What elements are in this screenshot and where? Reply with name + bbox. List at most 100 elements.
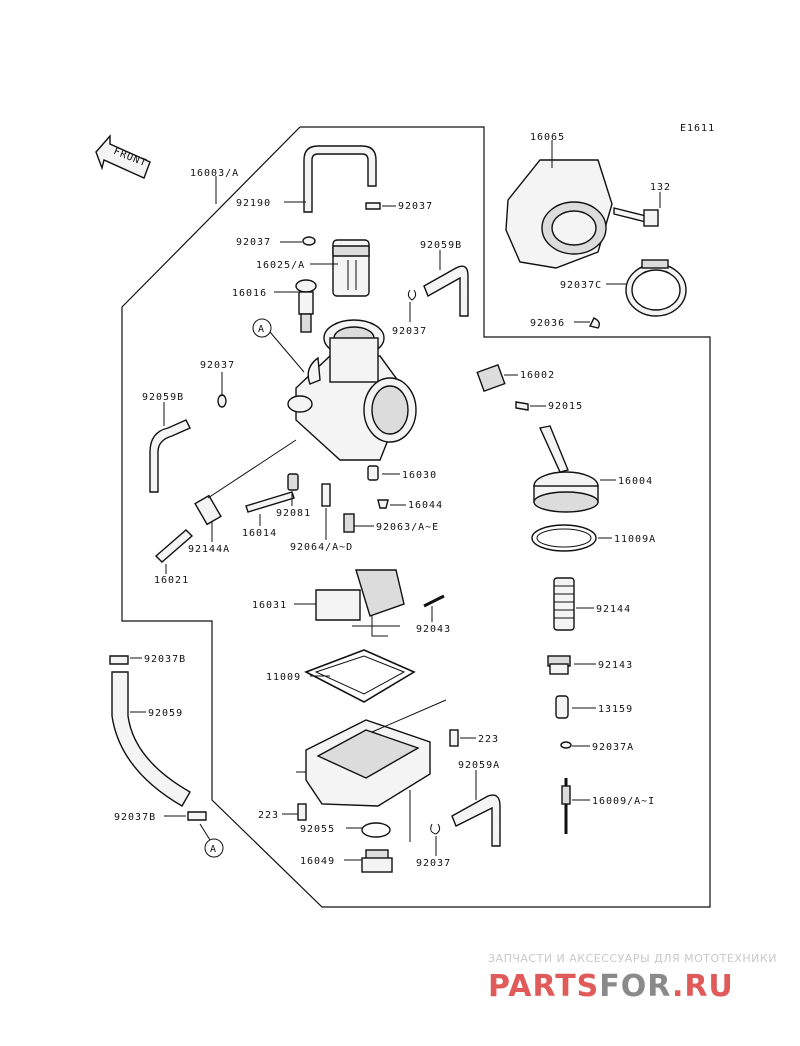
label-16025: 16025/A: [256, 260, 305, 271]
screw-16014: [245, 491, 295, 513]
label-16003: 16003/A: [190, 168, 239, 179]
jet-92064: [321, 483, 331, 507]
label-16049: 16049: [300, 856, 335, 867]
screw-223-right: [449, 729, 459, 747]
label-223-right: 223: [478, 734, 499, 745]
label-92037b-top: 92037B: [144, 654, 186, 665]
callout-a-top: A: [258, 324, 265, 335]
intake-manifold-16065: [505, 159, 613, 269]
jet-16030: [367, 465, 379, 481]
clip-92036: [588, 317, 601, 329]
leader-lines: [130, 140, 661, 861]
watermark-logo: PARTSFOR.RU: [488, 969, 734, 1004]
clip-92037b-bottom: [187, 811, 207, 821]
label-92037-mid: 92037: [236, 237, 271, 248]
screw-16021: [154, 529, 194, 563]
clamp-92037c: [625, 259, 687, 317]
label-92037c: 92037C: [560, 280, 602, 291]
holder-13159: [555, 695, 569, 719]
clip-92037-c: [407, 289, 417, 301]
watermark-tagline: ЗАПЧАСТИ И АКСЕССУАРЫ ДЛЯ МОТОТЕХНИКИ: [488, 952, 777, 965]
label-92043: 92043: [416, 624, 451, 635]
callout-a-circle-top: [252, 318, 272, 338]
label-92063: 92063/A~E: [376, 522, 439, 533]
clip-92037-mid: [302, 236, 316, 246]
label-11009a: 11009A: [614, 534, 656, 545]
logo-part-ru: .RU: [672, 969, 734, 1004]
vent-tube-92190: [303, 145, 377, 213]
label-16030: 16030: [402, 470, 437, 481]
screw-16044: [377, 499, 389, 509]
starter-plunger-16016: [295, 279, 317, 333]
label-92059b-top: 92059B: [420, 240, 462, 251]
label-92143: 92143: [598, 660, 633, 671]
label-92059: 92059: [148, 708, 183, 719]
label-92059b-left: 92059B: [142, 392, 184, 403]
clip-92037-top: [365, 202, 381, 210]
hose-92059b-left: [149, 419, 191, 493]
logo-part-for: FOR: [599, 969, 672, 1004]
callout-a-circle-bottom: [204, 838, 224, 858]
label-92037-left: 92037: [200, 360, 235, 371]
label-92064: 92064/A~D: [290, 542, 353, 553]
label-16014: 16014: [242, 528, 277, 539]
float-16031: [315, 569, 405, 637]
drain-plug-16049: [361, 849, 393, 873]
clip-92037b-top: [109, 655, 129, 665]
throttle-valve-16025: [332, 239, 370, 297]
label-92037-c: 92037: [392, 326, 427, 337]
bolt-132: [613, 207, 659, 227]
label-92190: 92190: [236, 198, 271, 209]
oring-11009a: [531, 524, 597, 552]
label-92059a: 92059A: [458, 760, 500, 771]
label-92037-bottom: 92037: [416, 858, 451, 869]
screw-223-left: [297, 803, 307, 821]
needle-jet-16002: [476, 363, 506, 393]
part-labels: 16003/A 92190 92037 92037 16025/A 92059B…: [114, 132, 671, 869]
label-16002: 16002: [520, 370, 555, 381]
label-92037a: 92037A: [592, 742, 634, 753]
hose-92059: [111, 671, 191, 807]
label-92144: 92144: [596, 604, 631, 615]
spring-92081: [287, 473, 299, 491]
label-11009: 11009: [266, 672, 301, 683]
label-16021: 16021: [154, 575, 189, 586]
label-16004: 16004: [618, 476, 653, 487]
label-16016: 16016: [232, 288, 267, 299]
label-16009: 16009/A~I: [592, 796, 655, 807]
label-92144a: 92144A: [188, 544, 230, 555]
float-bowl: [305, 719, 431, 807]
label-92036: 92036: [530, 318, 565, 329]
label-16031: 16031: [252, 600, 287, 611]
label-92037-top: 92037: [398, 201, 433, 212]
hose-92059a: [451, 794, 501, 847]
front-arrow-icon: FRONT: [95, 134, 151, 179]
carburetor-body: [287, 319, 417, 461]
label-13159: 13159: [598, 704, 633, 715]
jet-needle-16009: [561, 778, 571, 834]
logo-part-parts: PARTS: [488, 969, 599, 1004]
clip-92037-left: [217, 394, 227, 408]
watermark: ЗАПЧАСТИ И АКСЕССУАРЫ ДЛЯ МОТОТЕХНИКИ PA…: [488, 952, 777, 1004]
spring-92144: [553, 577, 575, 631]
washer-92015: [515, 401, 529, 411]
jet-92063: [343, 513, 355, 533]
gasket-11009: [304, 649, 416, 703]
label-92081: 92081: [276, 508, 311, 519]
label-132: 132: [650, 182, 671, 193]
assembly-frame: [121, 126, 711, 908]
oring-92055: [361, 822, 391, 838]
label-16044: 16044: [408, 500, 443, 511]
hose-92059b-top: [423, 265, 469, 317]
spring-92144a: [194, 439, 297, 526]
pin-92043: [423, 594, 445, 608]
label-92015: 92015: [548, 401, 583, 412]
carburetor-cap-16004: [533, 425, 599, 513]
figure-code: E1611: [680, 123, 715, 134]
clip-92037a: [560, 741, 572, 749]
label-16065: 16065: [530, 132, 565, 143]
label-92037b-bottom: 92037B: [114, 812, 156, 823]
label-223-left: 223: [258, 810, 279, 821]
